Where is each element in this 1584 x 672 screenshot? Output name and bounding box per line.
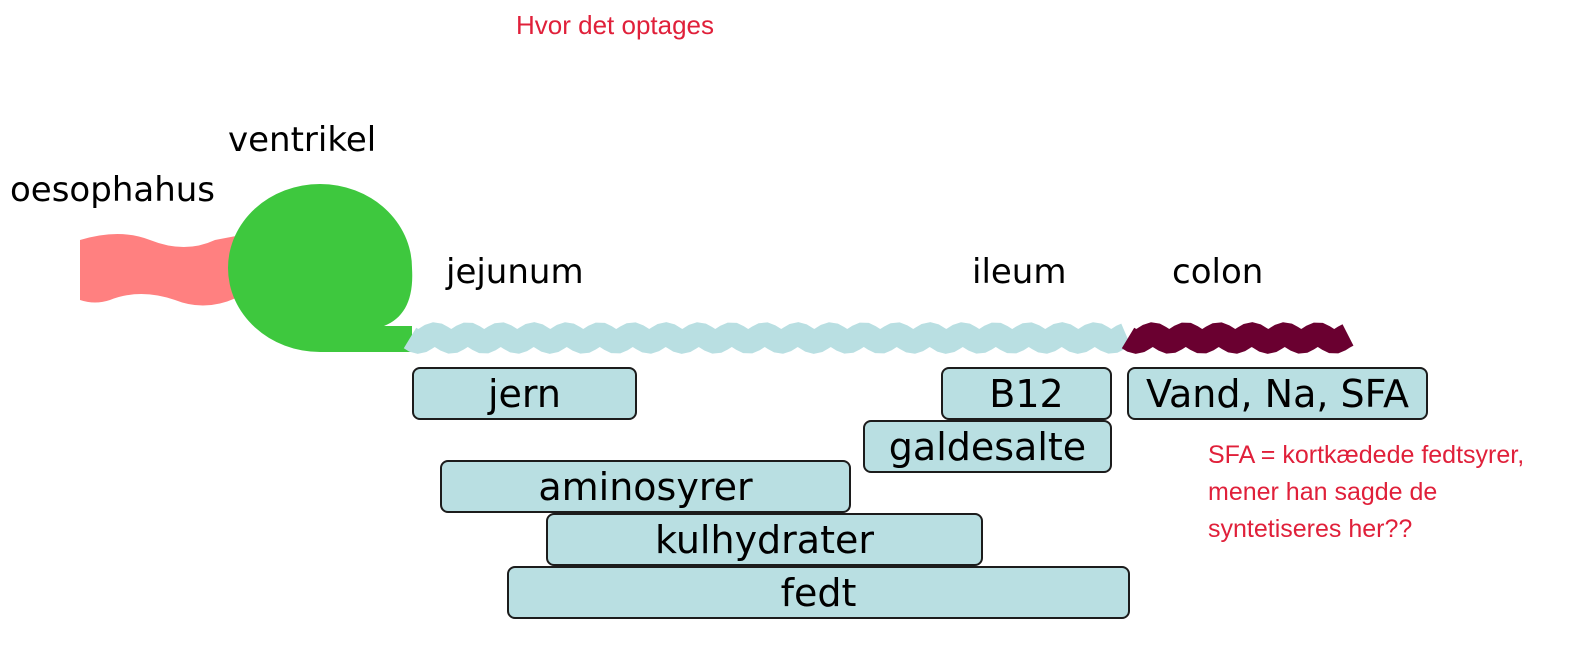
oesophagus-label: oesophahus xyxy=(10,170,216,210)
absorption-box-bile-salts: galdesalte xyxy=(863,420,1112,473)
absorption-box-carbohydrates: kulhydrater xyxy=(546,513,983,566)
ventricle-label: ventrikel xyxy=(228,120,377,160)
sfa-note-line-2: mener han sagde de xyxy=(1208,478,1438,506)
sfa-note-line-3: syntetiseres her?? xyxy=(1208,515,1413,543)
absorption-box-iron: jern xyxy=(412,367,637,420)
sfa-note: SFA = kortkædede fedtsyrer, mener han sa… xyxy=(1208,437,1578,548)
ventricle-shape xyxy=(228,184,413,352)
ileum-label: ileum xyxy=(972,252,1067,292)
absorption-box-b12: B12 xyxy=(941,367,1112,420)
absorption-box-colon: Vand, Na, SFA xyxy=(1127,367,1428,420)
absorption-box-amino-acids: aminosyrer xyxy=(440,460,851,513)
page-title: Hvor det optages xyxy=(516,10,715,40)
jejunum-label: jejunum xyxy=(446,252,584,292)
oesophagus-shape xyxy=(80,234,236,306)
sfa-note-line-1: SFA = kortkædede fedtsyrer, xyxy=(1208,441,1525,469)
colon-shape xyxy=(1121,322,1354,354)
absorption-box-fat: fedt xyxy=(507,566,1130,619)
small-intestine-shape xyxy=(403,322,1131,354)
colon-label: colon xyxy=(1172,252,1264,292)
